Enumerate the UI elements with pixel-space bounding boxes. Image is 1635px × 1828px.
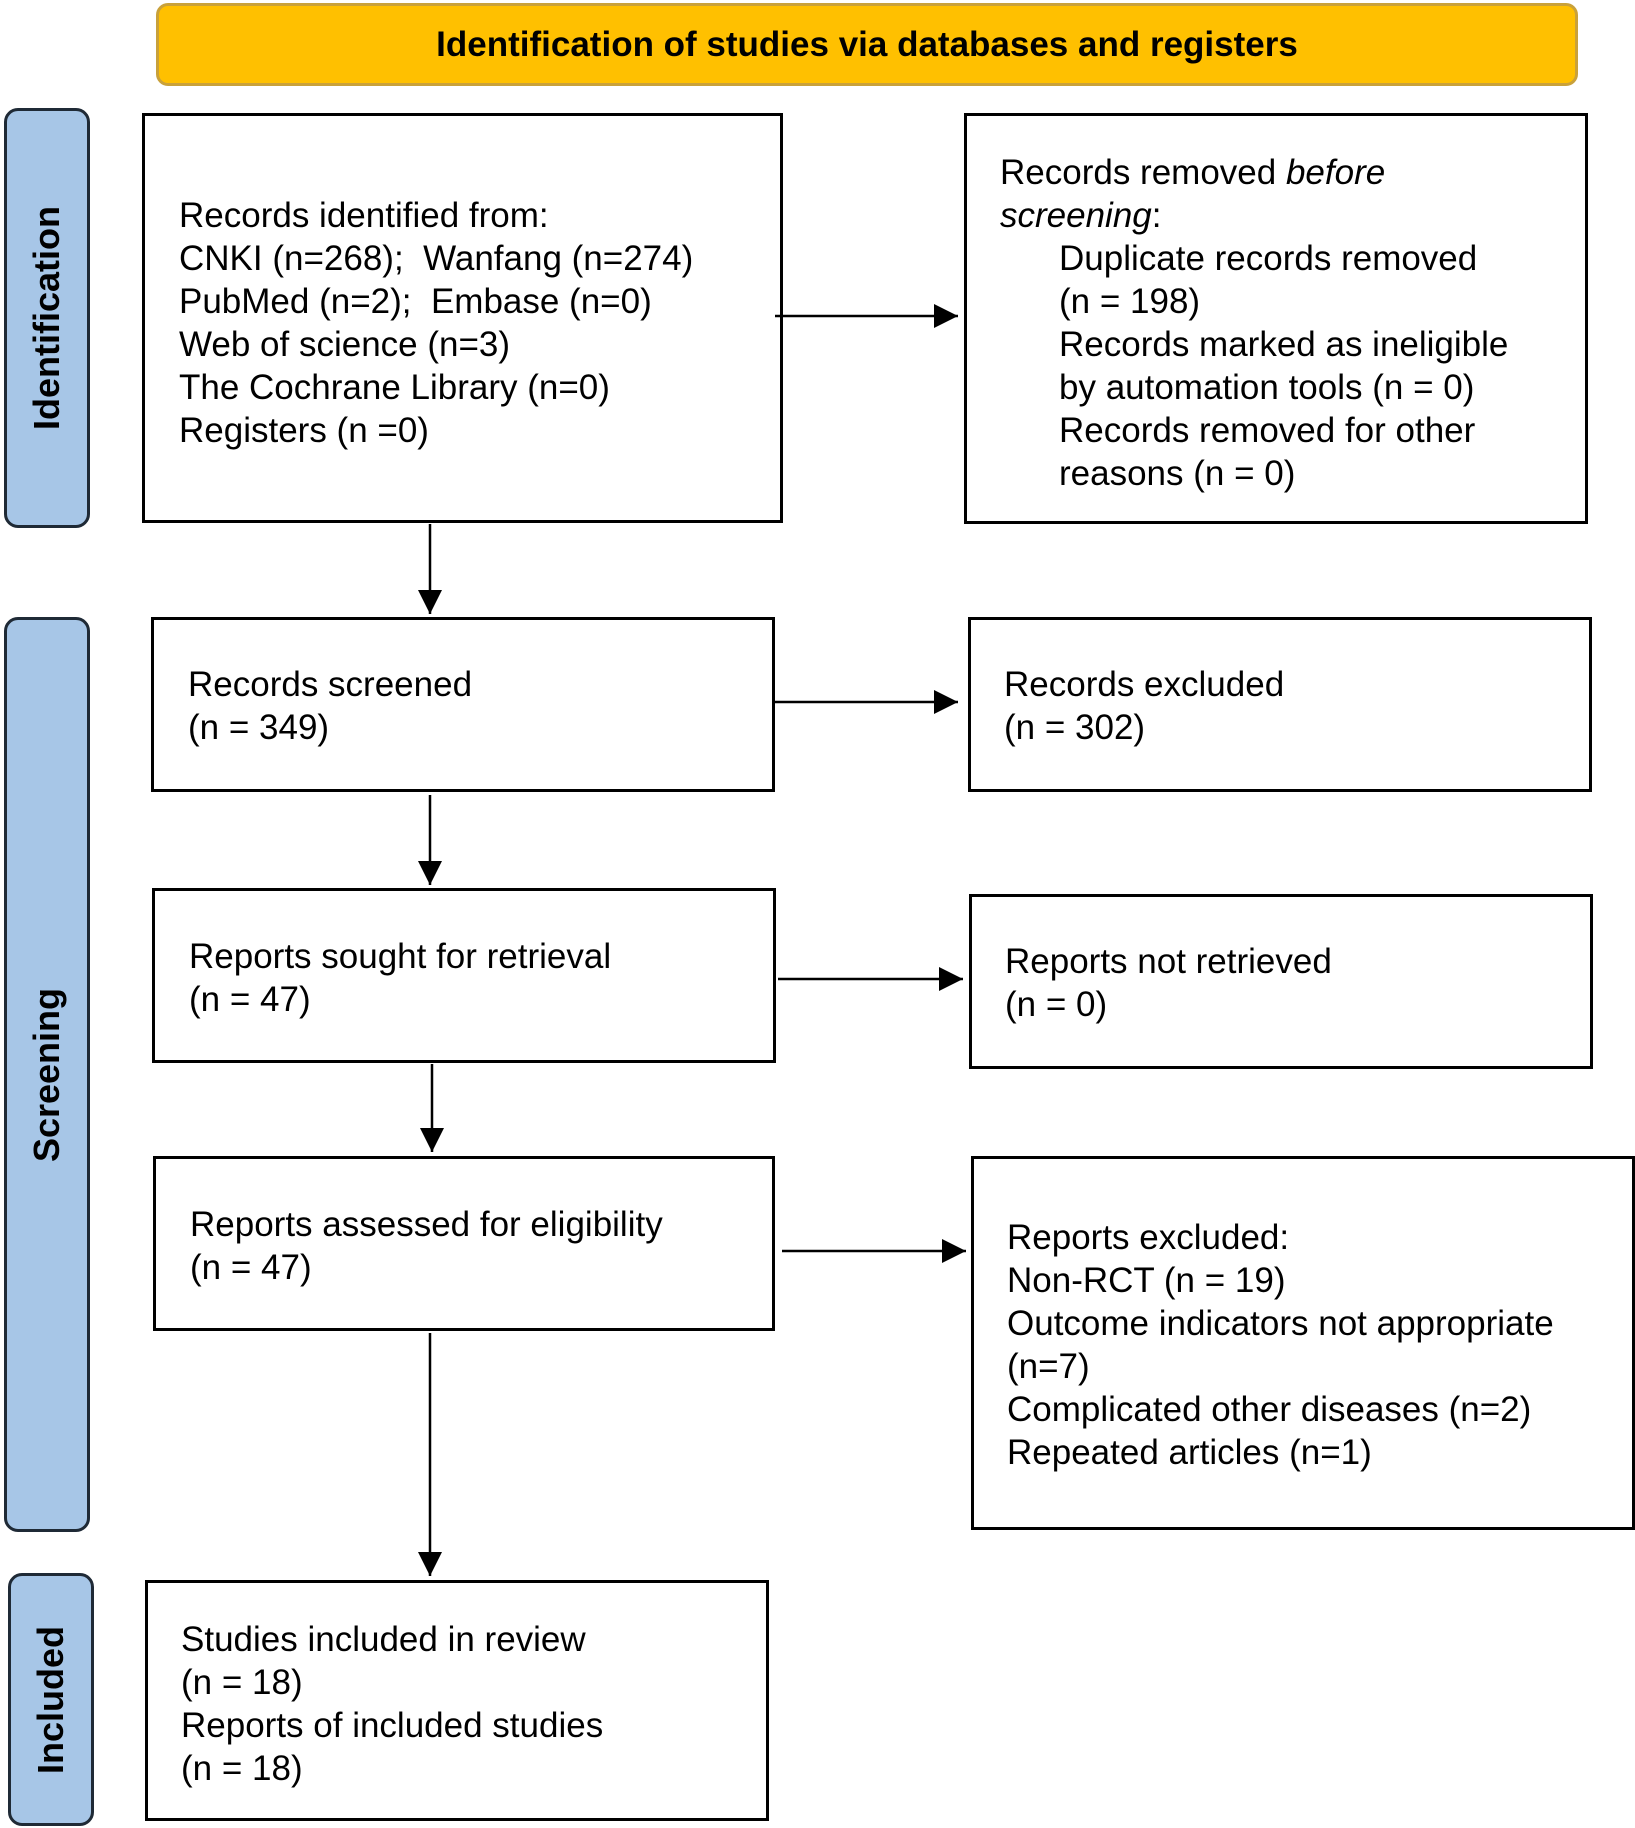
phase-included: Included	[8, 1573, 94, 1826]
not-retrieved-line: (n = 0)	[1005, 985, 1108, 1024]
reports-excluded-line: Repeated articles (n=1)	[1007, 1433, 1372, 1472]
reports-excluded-line: Complicated other diseases (n=2)	[1007, 1390, 1532, 1429]
box-records-removed: Records removed before screening: Duplic…	[964, 113, 1588, 524]
identified-line: Records identified from:	[179, 196, 549, 235]
removed-line: Records marked as ineligible	[1059, 325, 1509, 364]
reports-excluded-line: (n=7)	[1007, 1347, 1090, 1386]
phase-screening: Screening	[4, 617, 90, 1532]
removed-line: (n = 198)	[1059, 282, 1201, 321]
box-records-screened: Records screened (n = 349)	[151, 617, 775, 792]
screened-line: (n = 349)	[188, 708, 330, 747]
removed-title-suffix: :	[1151, 196, 1162, 235]
included-line: (n = 18)	[181, 1749, 303, 1788]
identified-line: CNKI (n=268); Wanfang (n=274)	[179, 239, 694, 278]
box-reports-assessed: Reports assessed for eligibility (n = 47…	[153, 1156, 775, 1331]
screened-line: Records screened	[188, 665, 473, 704]
included-line: Studies included in review	[181, 1620, 586, 1659]
box-studies-included: Studies included in review (n = 18) Repo…	[145, 1580, 769, 1821]
box-reports-sought: Reports sought for retrieval (n = 47)	[152, 888, 776, 1063]
assessed-line: Reports assessed for eligibility	[190, 1205, 663, 1244]
removed-title-cont: screening:	[1000, 194, 1585, 237]
reports-excluded-line: Non-RCT (n = 19)	[1007, 1261, 1286, 1300]
removed-title-emphasis: before	[1285, 153, 1386, 192]
included-line: (n = 18)	[181, 1663, 303, 1702]
sought-line: Reports sought for retrieval	[189, 937, 612, 976]
removed-line: Duplicate records removed	[1059, 239, 1478, 278]
removed-line: reasons (n = 0)	[1059, 454, 1296, 493]
excluded-line: Records excluded	[1004, 665, 1285, 704]
header-title: Identification of studies via databases …	[436, 24, 1298, 64]
identified-line: PubMed (n=2); Embase (n=0)	[179, 282, 652, 321]
reports-excluded-line: Reports excluded:	[1007, 1218, 1290, 1257]
excluded-line: (n = 302)	[1004, 708, 1146, 747]
assessed-line: (n = 47)	[190, 1248, 312, 1287]
removed-title-prefix: Records removed	[1000, 153, 1286, 192]
phase-identification: Identification	[4, 108, 90, 528]
sought-line: (n = 47)	[189, 980, 311, 1019]
removed-title-emphasis-2: screening	[1000, 196, 1152, 235]
identified-line: The Cochrane Library (n=0)	[179, 368, 610, 407]
removed-line: by automation tools (n = 0)	[1059, 368, 1475, 407]
identified-line: Registers (n =0)	[179, 411, 429, 450]
diagram-header: Identification of studies via databases …	[156, 3, 1578, 86]
removed-details: Duplicate records removed (n = 198) Reco…	[1000, 237, 1585, 495]
reports-excluded-line: Outcome indicators not appropriate	[1007, 1304, 1554, 1343]
box-reports-excluded: Reports excluded: Non-RCT (n = 19) Outco…	[971, 1156, 1635, 1530]
box-reports-not-retrieved: Reports not retrieved (n = 0)	[969, 894, 1593, 1069]
box-records-identified: Records identified from: CNKI (n=268); W…	[142, 113, 783, 523]
box-records-excluded: Records excluded (n = 302)	[968, 617, 1592, 792]
removed-title: Records removed before	[1000, 151, 1585, 194]
identified-line: Web of science (n=3)	[179, 325, 511, 364]
included-line: Reports of included studies	[181, 1706, 604, 1745]
not-retrieved-line: Reports not retrieved	[1005, 942, 1332, 981]
removed-line: Records removed for other	[1059, 411, 1476, 450]
